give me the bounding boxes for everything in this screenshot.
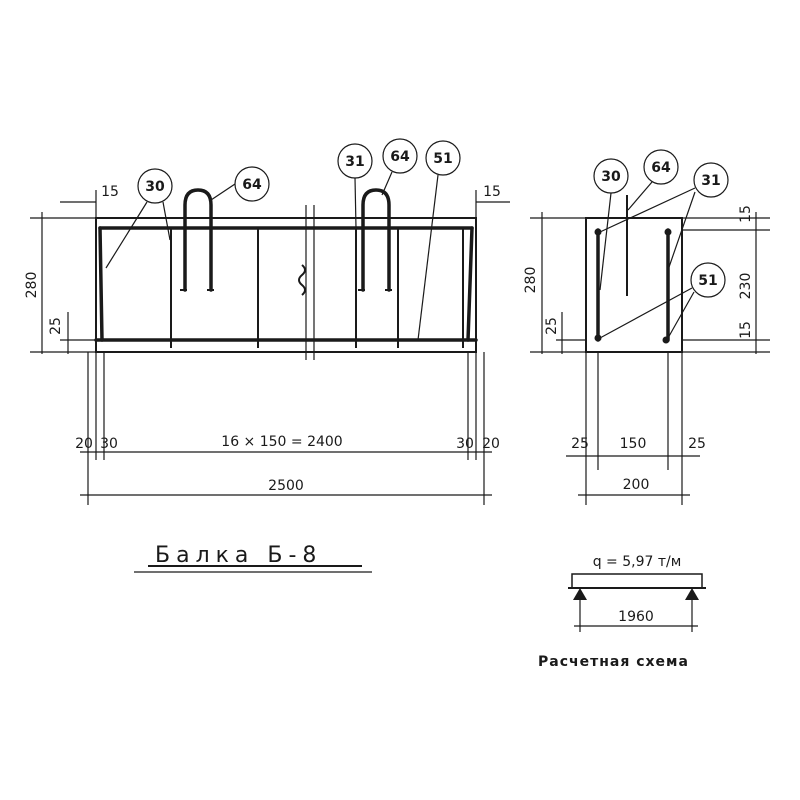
right-end-bar <box>466 226 474 342</box>
svg-text:25: 25 <box>688 436 706 452</box>
left-end-bar <box>98 226 104 342</box>
lifting-loop-right <box>361 188 391 292</box>
svg-text:20: 20 <box>75 436 93 452</box>
svg-text:25: 25 <box>48 317 64 335</box>
svg-text:30: 30 <box>100 436 118 452</box>
stirrups <box>170 228 464 348</box>
support-left <box>573 588 587 600</box>
scheme-caption: Расчетная схема <box>538 654 689 670</box>
elevation-callouts: 30 64 31 64 51 <box>105 138 461 341</box>
svg-text:2500: 2500 <box>268 478 304 494</box>
support-right <box>685 588 699 600</box>
beam-outline <box>95 217 477 353</box>
svg-text:15: 15 <box>101 184 119 200</box>
svg-text:20: 20 <box>482 436 500 452</box>
svg-text:15: 15 <box>483 184 501 200</box>
design-scheme: q = 5,97 т/м 1960 Расчетная схема <box>538 554 706 670</box>
svg-text:51: 51 <box>698 273 717 289</box>
section-outline <box>585 217 683 353</box>
break-symbol <box>298 264 306 296</box>
callout-64: 64 <box>242 177 262 193</box>
svg-text:150: 150 <box>620 436 647 452</box>
lifting-loop-left <box>183 188 213 292</box>
bar-dot <box>664 228 672 236</box>
page-title: Балка Б-8 <box>155 543 322 568</box>
title-block: Балка Б-8 <box>134 543 372 573</box>
svg-text:15: 15 <box>738 205 754 223</box>
callout-30: 30 <box>145 179 165 195</box>
svg-text:31: 31 <box>701 173 720 189</box>
svg-text:30: 30 <box>601 169 621 185</box>
section-callouts: 30 64 31 51 <box>593 149 729 339</box>
svg-text:16 × 150 = 2400: 16 × 150 = 2400 <box>221 434 342 450</box>
svg-text:280: 280 <box>24 272 40 299</box>
svg-text:25: 25 <box>544 317 560 335</box>
svg-text:280: 280 <box>523 267 539 294</box>
svg-text:25: 25 <box>571 436 589 452</box>
beam-elevation <box>94 188 478 360</box>
bar-dot <box>594 334 602 342</box>
svg-text:230: 230 <box>738 273 754 300</box>
svg-text:15: 15 <box>738 321 754 339</box>
break-line <box>305 205 315 360</box>
callout-31: 31 <box>345 154 364 170</box>
svg-text:30: 30 <box>456 436 474 452</box>
bar-dot <box>594 228 602 236</box>
svg-text:200: 200 <box>623 477 650 493</box>
load-rect <box>571 573 703 589</box>
beam-section <box>585 195 683 353</box>
load-label: q = 5,97 т/м <box>593 554 682 570</box>
section-dimensions: 280 25 15 230 15 25 150 25 200 <box>523 205 770 505</box>
callout-64b: 64 <box>390 149 410 165</box>
bar-dot <box>662 336 670 344</box>
svg-text:64: 64 <box>651 160 671 176</box>
span-label: 1960 <box>618 609 654 625</box>
elevation-dimensions: 15 15 280 25 20 30 16 × 150 = 2400 30 20… <box>24 184 510 505</box>
callout-51: 51 <box>433 151 452 167</box>
